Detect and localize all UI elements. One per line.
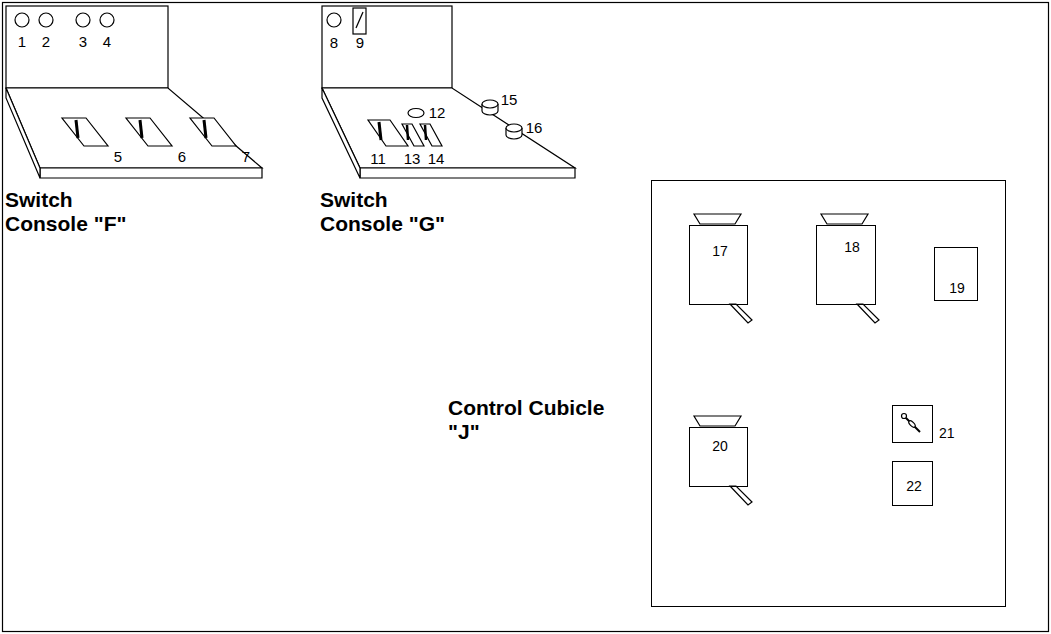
- switch-console-f: [6, 6, 262, 178]
- callout-number: 14: [428, 151, 445, 168]
- callout-number: 20: [712, 439, 728, 454]
- switch-symbol: [908, 420, 916, 428]
- indicator-lamp: [100, 13, 114, 27]
- callout-number: 1: [18, 34, 26, 51]
- switch-slot: [402, 124, 424, 146]
- push-button: [408, 109, 424, 118]
- meter: [353, 8, 366, 34]
- switch-symbol: [902, 414, 907, 419]
- console-front: [40, 168, 262, 178]
- callout-number: 7: [242, 149, 250, 166]
- unit-lip: [694, 214, 741, 224]
- callout-number: 11: [370, 151, 386, 168]
- unit-lip: [821, 214, 868, 224]
- callout-number: 6: [178, 149, 186, 166]
- switch-box: 21: [892, 405, 933, 443]
- console-side: [322, 88, 360, 178]
- meter-needle: [356, 12, 363, 28]
- switch-lever: [76, 120, 78, 138]
- callout-number: 5: [114, 149, 122, 166]
- console-desk: [322, 88, 575, 168]
- control-cubicle: Control Cubicle "J"171819202122: [651, 180, 1006, 607]
- switch-slot: [190, 118, 236, 146]
- callout-number: 9: [356, 35, 364, 52]
- console-caption: Switch Console "G": [320, 188, 460, 236]
- unit-handle: [730, 486, 752, 505]
- callout-number: 19: [949, 281, 965, 296]
- console-panel: [6, 6, 168, 88]
- control-box: 22: [892, 461, 933, 506]
- relay-unit: 17: [689, 225, 748, 305]
- callout-number: 15: [501, 92, 518, 109]
- callout-number: 16: [526, 120, 543, 137]
- callout-number: 3: [79, 34, 87, 51]
- switch-lever: [140, 120, 142, 138]
- switch-console-g: [322, 6, 575, 178]
- unit-handle: [857, 304, 879, 323]
- indicator-lamp: [76, 13, 90, 27]
- rotary-knob-top: [482, 100, 498, 108]
- rotary-knob-top: [506, 124, 522, 132]
- switch-lever: [425, 125, 426, 140]
- switch-slot: [62, 118, 108, 146]
- cubicle-caption: Control Cubicle "J": [448, 396, 608, 444]
- unit-lip: [694, 416, 741, 426]
- indicator-lamp: [327, 13, 341, 27]
- switch-lever: [407, 125, 408, 140]
- control-box: 19: [934, 247, 978, 301]
- callout-number: 21: [939, 426, 955, 441]
- cubicle-fittings: [694, 214, 920, 505]
- callout-number: 2: [42, 34, 50, 51]
- indicator-lamp: [39, 13, 53, 27]
- switch-slot: [420, 124, 442, 146]
- relay-unit: 18: [816, 225, 876, 305]
- callout-number: 13: [404, 151, 421, 168]
- unit-handle: [730, 304, 752, 323]
- callout-number: 18: [844, 240, 860, 255]
- console-panel: [322, 6, 452, 88]
- console-desk: [6, 88, 262, 168]
- switch-lever: [204, 120, 206, 138]
- callout-number: 4: [103, 34, 111, 51]
- callout-number: 22: [906, 479, 922, 494]
- callout-number: 8: [330, 35, 338, 52]
- relay-unit: 20: [689, 427, 748, 487]
- console-side: [6, 88, 40, 178]
- console-caption: Switch Console "F": [5, 188, 145, 236]
- outer-frame: [3, 3, 1049, 632]
- switch-slot: [126, 118, 172, 146]
- callout-number: 17: [712, 244, 728, 259]
- callout-number: 12: [429, 105, 446, 122]
- switch-lever: [379, 122, 381, 140]
- indicator-lamp: [15, 13, 29, 27]
- console-front: [360, 168, 575, 178]
